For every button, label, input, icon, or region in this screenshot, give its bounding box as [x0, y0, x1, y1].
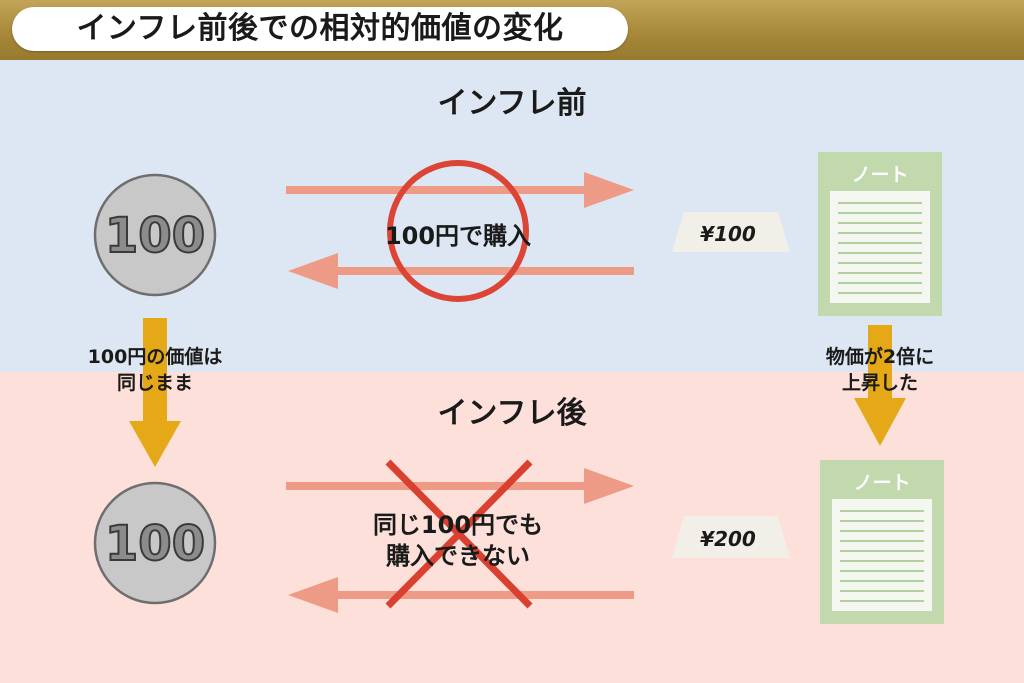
notebook-after: ノート	[820, 460, 944, 624]
notebook-after-label: ノート	[853, 472, 910, 494]
price-tag-after: ¥200	[672, 516, 790, 558]
price-tag-before: ¥100	[672, 212, 790, 252]
arrow-right-before	[286, 172, 634, 208]
price-after: ¥200	[700, 527, 756, 551]
price-note-line2: 上昇した	[841, 372, 918, 394]
coin-after-value: 100	[105, 516, 205, 572]
coin-note-line1: 100円の価値は	[87, 346, 223, 368]
down-arrow-price	[854, 325, 906, 446]
cannot-buy-line1: 同じ100円でも	[373, 511, 543, 539]
title-pill	[12, 7, 628, 51]
coin-value-note: 100円の価値は 同じまま	[55, 344, 255, 396]
arrow-left-before	[288, 253, 634, 289]
price-note-line1: 物価が2倍に	[825, 346, 935, 368]
ng-cross-icon	[385, 459, 533, 609]
arrow-right-after	[286, 468, 634, 504]
coin-before-value: 100	[105, 208, 205, 264]
coin-after: 100	[93, 481, 217, 605]
notebook-before: ノート	[818, 152, 942, 316]
ok-circle-icon	[387, 160, 529, 302]
purchase-label: 100円で購入	[385, 222, 531, 250]
down-arrow-coin	[129, 318, 181, 467]
cannot-buy-line2: 購入できない	[386, 542, 530, 570]
price-before: ¥100	[700, 222, 756, 246]
arrow-left-after	[288, 577, 634, 613]
after-heading: インフレ後	[437, 396, 587, 431]
before-heading: インフレ前	[437, 86, 587, 121]
notebook-before-label: ノート	[851, 164, 908, 186]
price-rise-note: 物価が2倍に 上昇した	[780, 344, 980, 396]
coin-before: 100	[93, 173, 217, 297]
coin-note-line2: 同じまま	[116, 372, 193, 394]
page-title: インフレ前後での相対的価値の変化	[76, 11, 564, 46]
